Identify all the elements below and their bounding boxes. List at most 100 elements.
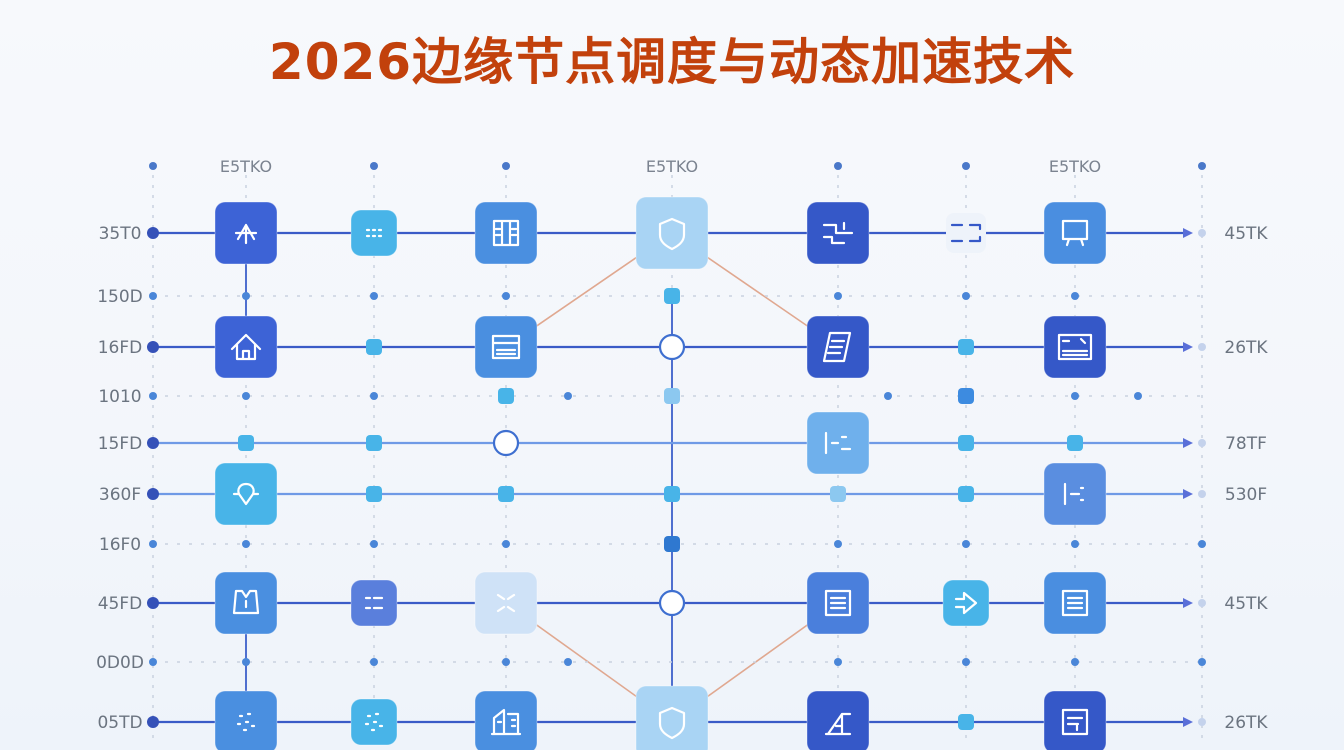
flow-icon — [806, 411, 870, 475]
row-start-dot — [147, 341, 159, 353]
grid-dot — [242, 540, 250, 548]
display-icon — [1043, 201, 1107, 265]
grid-dot — [834, 540, 842, 548]
document-icon — [806, 315, 870, 379]
grid-dot — [370, 540, 378, 548]
junction-node — [958, 435, 974, 451]
row-start-dot — [147, 716, 159, 728]
row-label-left: 360F — [99, 485, 141, 505]
grid-dot — [1198, 162, 1206, 170]
grid-dot — [149, 392, 157, 400]
junction-node — [498, 388, 514, 404]
sync-icon — [474, 571, 538, 635]
grid-dot — [502, 292, 510, 300]
grid-dot — [149, 658, 157, 666]
junction-node — [238, 435, 254, 451]
junction-node — [958, 486, 974, 502]
shield-icon — [635, 196, 709, 270]
panel-icon — [474, 201, 538, 265]
relay-ring — [658, 589, 686, 617]
lines-icon — [806, 571, 870, 635]
person-icon — [214, 571, 278, 635]
chart-icon — [806, 690, 870, 750]
row-end-dot — [1198, 229, 1206, 237]
grid-dot — [502, 162, 510, 170]
grid-dot — [242, 658, 250, 666]
dash-grid-icon — [350, 579, 398, 627]
grid-dot — [370, 658, 378, 666]
scatter-icon — [350, 698, 398, 746]
grid-dot — [1071, 392, 1079, 400]
junction-node — [958, 714, 974, 730]
row-label-left: 35T0 — [99, 224, 142, 244]
grid-dot — [1198, 540, 1206, 548]
grid-dot — [149, 162, 157, 170]
row-label-left: 1010 — [98, 387, 141, 407]
building-icon — [474, 690, 538, 750]
row-end-dot — [1198, 718, 1206, 726]
junction-node — [664, 486, 680, 502]
grid-dot — [149, 540, 157, 548]
grid-dot — [1071, 292, 1079, 300]
grid-dot — [370, 162, 378, 170]
grid-dot — [242, 392, 250, 400]
split-icon — [1043, 462, 1107, 526]
grid-dot — [502, 540, 510, 548]
grid-dot — [1071, 658, 1079, 666]
server-rack-icon — [1043, 315, 1107, 379]
junction-node — [664, 288, 680, 304]
grid-dot — [962, 292, 970, 300]
row-label-right: 26TK — [1224, 338, 1268, 358]
network-icon — [214, 201, 278, 265]
row-label-right: 45TK — [1224, 224, 1268, 244]
home-icon — [214, 315, 278, 379]
junction-node — [498, 486, 514, 502]
row-start-dot — [147, 437, 159, 449]
junction-node — [664, 388, 680, 404]
row-label-right: 26TK — [1224, 713, 1268, 733]
row-end-dot — [1198, 599, 1206, 607]
row-end-dot — [1198, 439, 1206, 447]
list-icon — [474, 315, 538, 379]
grid-dot — [1198, 658, 1206, 666]
grid-dot — [502, 658, 510, 666]
junction-node — [830, 486, 846, 502]
column-label: E5TKO — [646, 157, 698, 176]
row-label-left: 16FD — [98, 338, 143, 358]
grid-dot — [1134, 392, 1142, 400]
page-title: 2026边缘节点调度与动态加速技术 — [268, 33, 1076, 91]
grid-dot — [884, 392, 892, 400]
row-label-left: 15FD — [98, 434, 143, 454]
relay-ring — [658, 333, 686, 361]
scatter-icon — [214, 690, 278, 750]
grid-dot — [564, 392, 572, 400]
dots-icon — [350, 209, 398, 257]
grid-dot — [1071, 540, 1079, 548]
row-label-left: 0D0D — [96, 653, 144, 673]
route-icon — [806, 201, 870, 265]
shield-icon — [635, 685, 709, 750]
row-label-right: 530F — [1225, 485, 1267, 505]
row-label-left: 150D — [97, 287, 143, 307]
row-label-left: 45FD — [98, 594, 143, 614]
grid-dot — [370, 392, 378, 400]
row-label-right: 45TK — [1224, 594, 1268, 614]
grid-dot — [370, 292, 378, 300]
column-label: E5TKO — [220, 157, 272, 176]
text-icon — [1043, 690, 1107, 750]
location-pin-icon — [214, 462, 278, 526]
grid-dot — [962, 658, 970, 666]
send-icon — [942, 579, 990, 627]
row-label-left: 05TD — [97, 713, 142, 733]
row-start-dot — [147, 488, 159, 500]
column-label: E5TKO — [1049, 157, 1101, 176]
junction-node — [366, 339, 382, 355]
bracket-icon — [946, 213, 986, 253]
row-label-right: 78TF — [1225, 434, 1267, 454]
junction-node — [664, 536, 680, 552]
grid-dot — [962, 162, 970, 170]
grid-dot — [834, 162, 842, 170]
row-end-dot — [1198, 343, 1206, 351]
row-start-dot — [147, 597, 159, 609]
junction-node — [958, 339, 974, 355]
